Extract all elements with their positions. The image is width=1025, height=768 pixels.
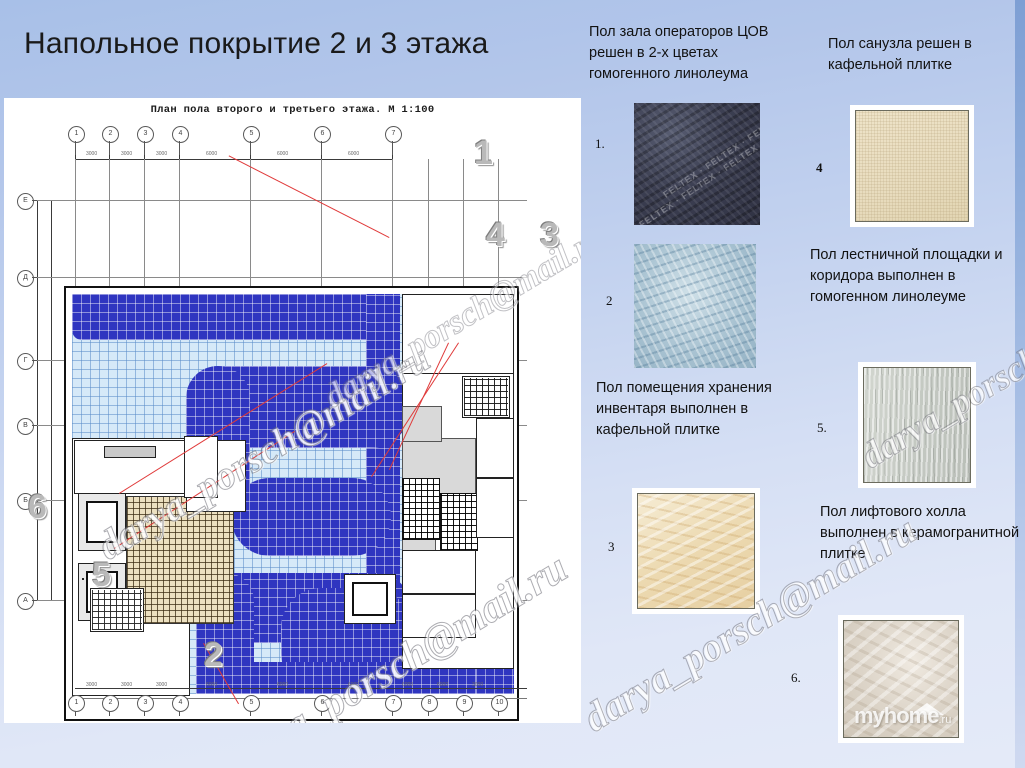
swatch-number-2: 2 [606,293,613,308]
dim-label-bottom-9: 3000 [472,682,484,688]
leader-line-1 [228,155,390,238]
grid-bubble-bottom-2: 2 [102,695,119,712]
grid-bubble-top-5: 5 [243,126,260,143]
finish-dark-linoleum-band-top [72,294,400,340]
floor-plan-panel[interactable]: План пола второго и третьего этажа. М 1:… [4,98,581,723]
dim-label-top-4: 6000 [206,151,218,157]
grid-bubble-top-6: 6 [314,126,331,143]
swatch-number-5: 5. [817,420,827,435]
material-swatch-2[interactable] [634,244,756,368]
dim-label-top-1: 3000 [86,151,98,157]
room-small-upper [184,436,218,498]
callout-3: 3 [540,216,559,254]
room-right-4 [476,418,514,478]
grid-bubble-bottom-7: 7 [385,695,402,712]
lift-hall-inner [352,582,388,616]
right-edge-strip [1015,0,1025,768]
finish-dark-linoleum-blob-2 [231,478,391,556]
room-top-left-fixture [104,446,156,458]
stair-right-hatch [464,378,508,416]
material-swatch-6[interactable]: myhome.ru [838,615,964,743]
myhome-watermark-suffix: .ru [938,714,952,726]
dim-label-bottom-6: 6000 [348,682,360,688]
feltex-watermark-1: FELTEX · FELTEX · FELTEX [637,142,760,225]
dim-label-bottom-3: 3000 [156,682,168,688]
grid-bubble-left-A: А [17,593,34,610]
finish-black-tile-2 [440,493,478,551]
grid-bubble-top-7: 7 [385,126,402,143]
myhome-watermark: myhome.ru [854,703,951,729]
caption-storage: Пол помещения хранения инвентаря выполне… [596,380,772,438]
dim-label-top-6: 6000 [348,151,360,157]
swatch-number-4: 4 [816,160,823,175]
building-outline [64,286,519,721]
material-swatch-1[interactable]: FELTEX · FELTEX · FELTEX FELTEX · FELTEX… [634,103,760,225]
finish-tan-tile-core [126,496,234,624]
finish-black-tile-1 [402,478,440,540]
caption-stair-corridor: Пол лестничной площадки и коридора выпол… [810,247,1003,305]
grid-bubble-bottom-3: 3 [137,695,154,712]
grid-bubble-left-D: Д [17,270,34,287]
grid-bubble-left-B: Б [17,493,34,510]
plan-title: План пола второго и третьего этажа. М 1:… [150,104,435,116]
grid-bubble-bottom-6: 6 [314,695,331,712]
dim-label-bottom-4: 6000 [206,682,218,688]
grid-bubble-left-G: Г [17,353,34,370]
room-right-3 [402,594,476,638]
grid-bubble-bottom-10: 10 [491,695,508,712]
dim-label-top-3: 3000 [156,151,168,157]
lift-car-1 [86,501,118,543]
caption-operators-hall: Пол зала операторов ЦОВ решен в 2-х цвет… [589,24,769,82]
page-title: Напольное покрытие 2 и 3 этажа [24,27,489,60]
material-swatch-3[interactable] [632,488,760,614]
room-right-1 [402,294,514,374]
myhome-roof-icon [910,703,944,715]
grid-bubble-bottom-5: 5 [243,695,260,712]
dim-label-top-5: 6000 [277,151,289,157]
material-swatch-4[interactable] [850,105,974,227]
dim-label-bottom-8: 6000 [437,682,449,688]
dim-label-bottom-1: 3000 [86,682,98,688]
grid-bubble-top-2: 2 [102,126,119,143]
dim-label-bottom-7: 6000 [402,682,414,688]
grid-bubble-left-E: Е [17,193,34,210]
finish-grey-corridor-3 [402,406,442,442]
callout-5: 5 [92,556,111,594]
room-right-5 [476,478,514,538]
grid-bubble-top-3: 3 [137,126,154,143]
dim-label-bottom-2: 3000 [121,682,133,688]
grid-bubble-bottom-9: 9 [456,695,473,712]
myhome-watermark-text: myhome [854,703,939,728]
grid-bubble-bottom-4: 4 [172,695,189,712]
swatch-number-6: 6. [791,670,801,685]
stair-left-hatch [92,590,142,630]
grid-bubble-bottom-8: 8 [421,695,438,712]
grid-bubble-bottom-1: 1 [68,695,85,712]
callout-4: 4 [486,216,505,254]
grid-bubble-top-4: 4 [172,126,189,143]
callout-2: 2 [204,636,223,674]
caption-lift-hall: Пол лифтового холла выполнен в керамогра… [820,504,1020,562]
caption-wc: Пол санузла решен в кафельной плитке [828,36,972,73]
callout-1: 1 [474,134,493,172]
grid-bubble-left-V: В [17,418,34,435]
swatch-number-1: 1. [595,136,605,151]
material-swatch-5[interactable] [858,362,976,488]
callout-6: 6 [28,488,47,526]
grid-bubble-top-1: 1 [68,126,85,143]
dim-label-top-2: 3000 [121,151,133,157]
room-right-2 [402,550,476,594]
dim-label-bottom-5: 6000 [277,682,289,688]
swatch-number-3: 3 [608,539,615,554]
